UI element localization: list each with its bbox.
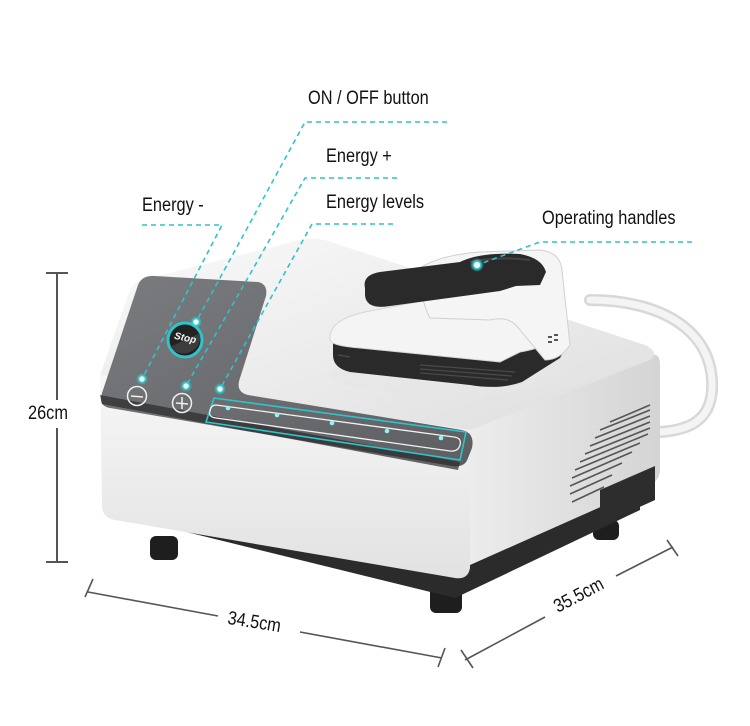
callout-on-off-button: ON / OFF button	[308, 88, 429, 109]
callout-energy-minus: Energy -	[142, 195, 204, 216]
height-dimension-line	[46, 272, 68, 563]
energy-level-bar-graphic	[204, 397, 467, 461]
plus-button-graphic	[171, 392, 193, 414]
callout-leader-lines	[141, 121, 692, 390]
callout-operating-handles: Operating handles	[542, 208, 676, 229]
width-dimension-line	[84, 578, 446, 668]
stop-button-graphic	[166, 321, 204, 359]
callout-energy-levels: Energy levels	[326, 192, 425, 213]
minus-button-graphic	[126, 385, 148, 407]
height-dimension-label: 26cm	[28, 403, 68, 424]
depth-dimension-line	[460, 539, 679, 669]
vent-grille	[569, 404, 651, 503]
callout-energy-plus: Energy +	[326, 146, 392, 167]
callout-dots	[136, 258, 484, 395]
operating-handle-graphic	[364, 253, 546, 307]
